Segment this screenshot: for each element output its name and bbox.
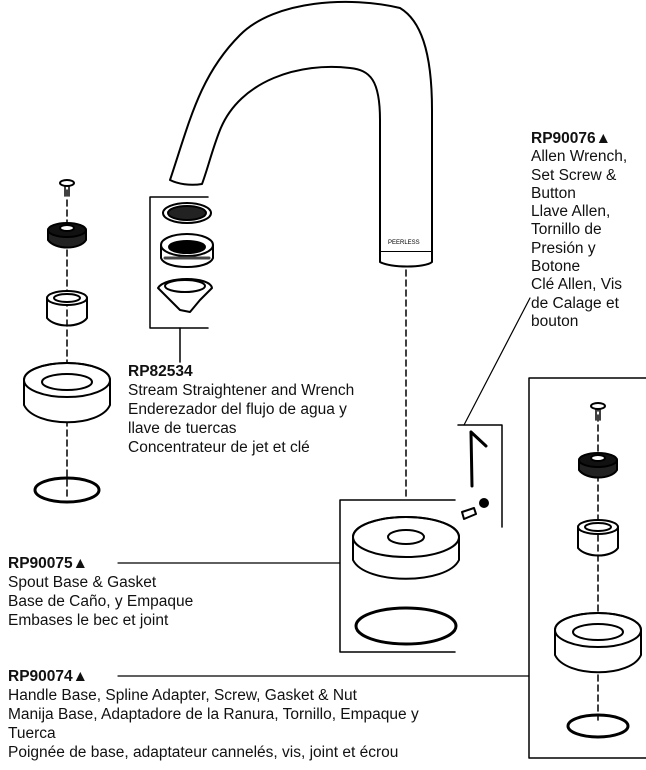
right-gasket bbox=[566, 713, 630, 739]
rp90075-line: Base de Caño, y Empaque bbox=[8, 593, 194, 610]
right-handle-cap bbox=[578, 452, 618, 479]
rp82534-code: RP82534 bbox=[128, 363, 193, 380]
right-spline-adapter bbox=[577, 519, 619, 557]
rp90074-line: Handle Base, Spline Adapter, Screw, Gask… bbox=[8, 687, 357, 704]
aerator-wrench bbox=[157, 278, 213, 313]
rp90076-code: RP90076▲ bbox=[531, 130, 611, 147]
rp90076-line: Set Screw & bbox=[531, 166, 617, 184]
aerator-housing bbox=[160, 233, 214, 268]
rp90074-code: RP90074▲ bbox=[8, 668, 88, 685]
rp82534-bracket bbox=[149, 196, 209, 329]
spout-gasket bbox=[354, 606, 458, 646]
rp90074-label: RP90074▲ Handle Base, Spline Adapter, Sc… bbox=[8, 667, 419, 762]
rp90076-line: Botone bbox=[531, 258, 581, 276]
svg-text:PEERLESS: PEERLESS bbox=[388, 240, 420, 246]
rp90076-leader bbox=[463, 297, 531, 426]
left-handle-base bbox=[23, 362, 111, 424]
rp82534-line: Stream Straightener and Wrench bbox=[128, 382, 355, 399]
rp90076-line: bouton bbox=[531, 312, 579, 330]
spout-base bbox=[352, 516, 460, 580]
rp90075-bracket bbox=[339, 499, 456, 653]
rp90076-line: Allen Wrench, bbox=[531, 148, 628, 166]
rp90075-line: Embases le bec et joint bbox=[8, 612, 169, 629]
rp90076-line: Presión y bbox=[531, 239, 596, 257]
left-spline-adapter bbox=[46, 290, 88, 327]
right-handle-screw bbox=[590, 402, 606, 421]
rp90076-label: RP90076▲ Allen Wrench, Set Screw & Butto… bbox=[531, 130, 627, 331]
aerator-screen bbox=[162, 202, 212, 224]
rp90076-line: de Calage et bbox=[531, 294, 619, 312]
rp90076-line: Tornillo de bbox=[531, 221, 602, 239]
allen-wrench bbox=[461, 430, 489, 520]
rp90075-label: RP90075▲ Spout Base & Gasket Base de Cañ… bbox=[8, 554, 193, 630]
left-gasket bbox=[33, 476, 101, 504]
spout-drawing: PEERLESS bbox=[169, 0, 433, 268]
rp90074-line: Poignée de base, adaptateur cannelés, vi… bbox=[8, 744, 399, 761]
left-handle-screw bbox=[59, 179, 75, 197]
rp90076-bracket bbox=[457, 424, 503, 528]
rp82534-line: llave de tuercas bbox=[128, 420, 237, 437]
rp90076-line: Clé Allen, Vis bbox=[531, 276, 623, 294]
rp90076-line: Button bbox=[531, 184, 576, 202]
rp82534-line: Concentrateur de jet et clé bbox=[128, 439, 310, 456]
rp82534-line: Enderezador del flujo de agua y bbox=[128, 401, 347, 418]
left-handle-cap bbox=[47, 222, 87, 249]
rp90076-line: Llave Allen, bbox=[531, 203, 611, 221]
rp82534-label: RP82534 Stream Straightener and Wrench E… bbox=[128, 362, 354, 457]
right-handle-base bbox=[554, 612, 642, 674]
rp90074-line: Manija Base, Adaptadore de la Ranura, To… bbox=[8, 706, 419, 723]
rp90075-code: RP90075▲ bbox=[8, 555, 88, 572]
rp90074-bracket bbox=[528, 377, 646, 759]
rp90075-line: Spout Base & Gasket bbox=[8, 574, 157, 591]
rp90074-line: Tuerca bbox=[8, 725, 56, 742]
